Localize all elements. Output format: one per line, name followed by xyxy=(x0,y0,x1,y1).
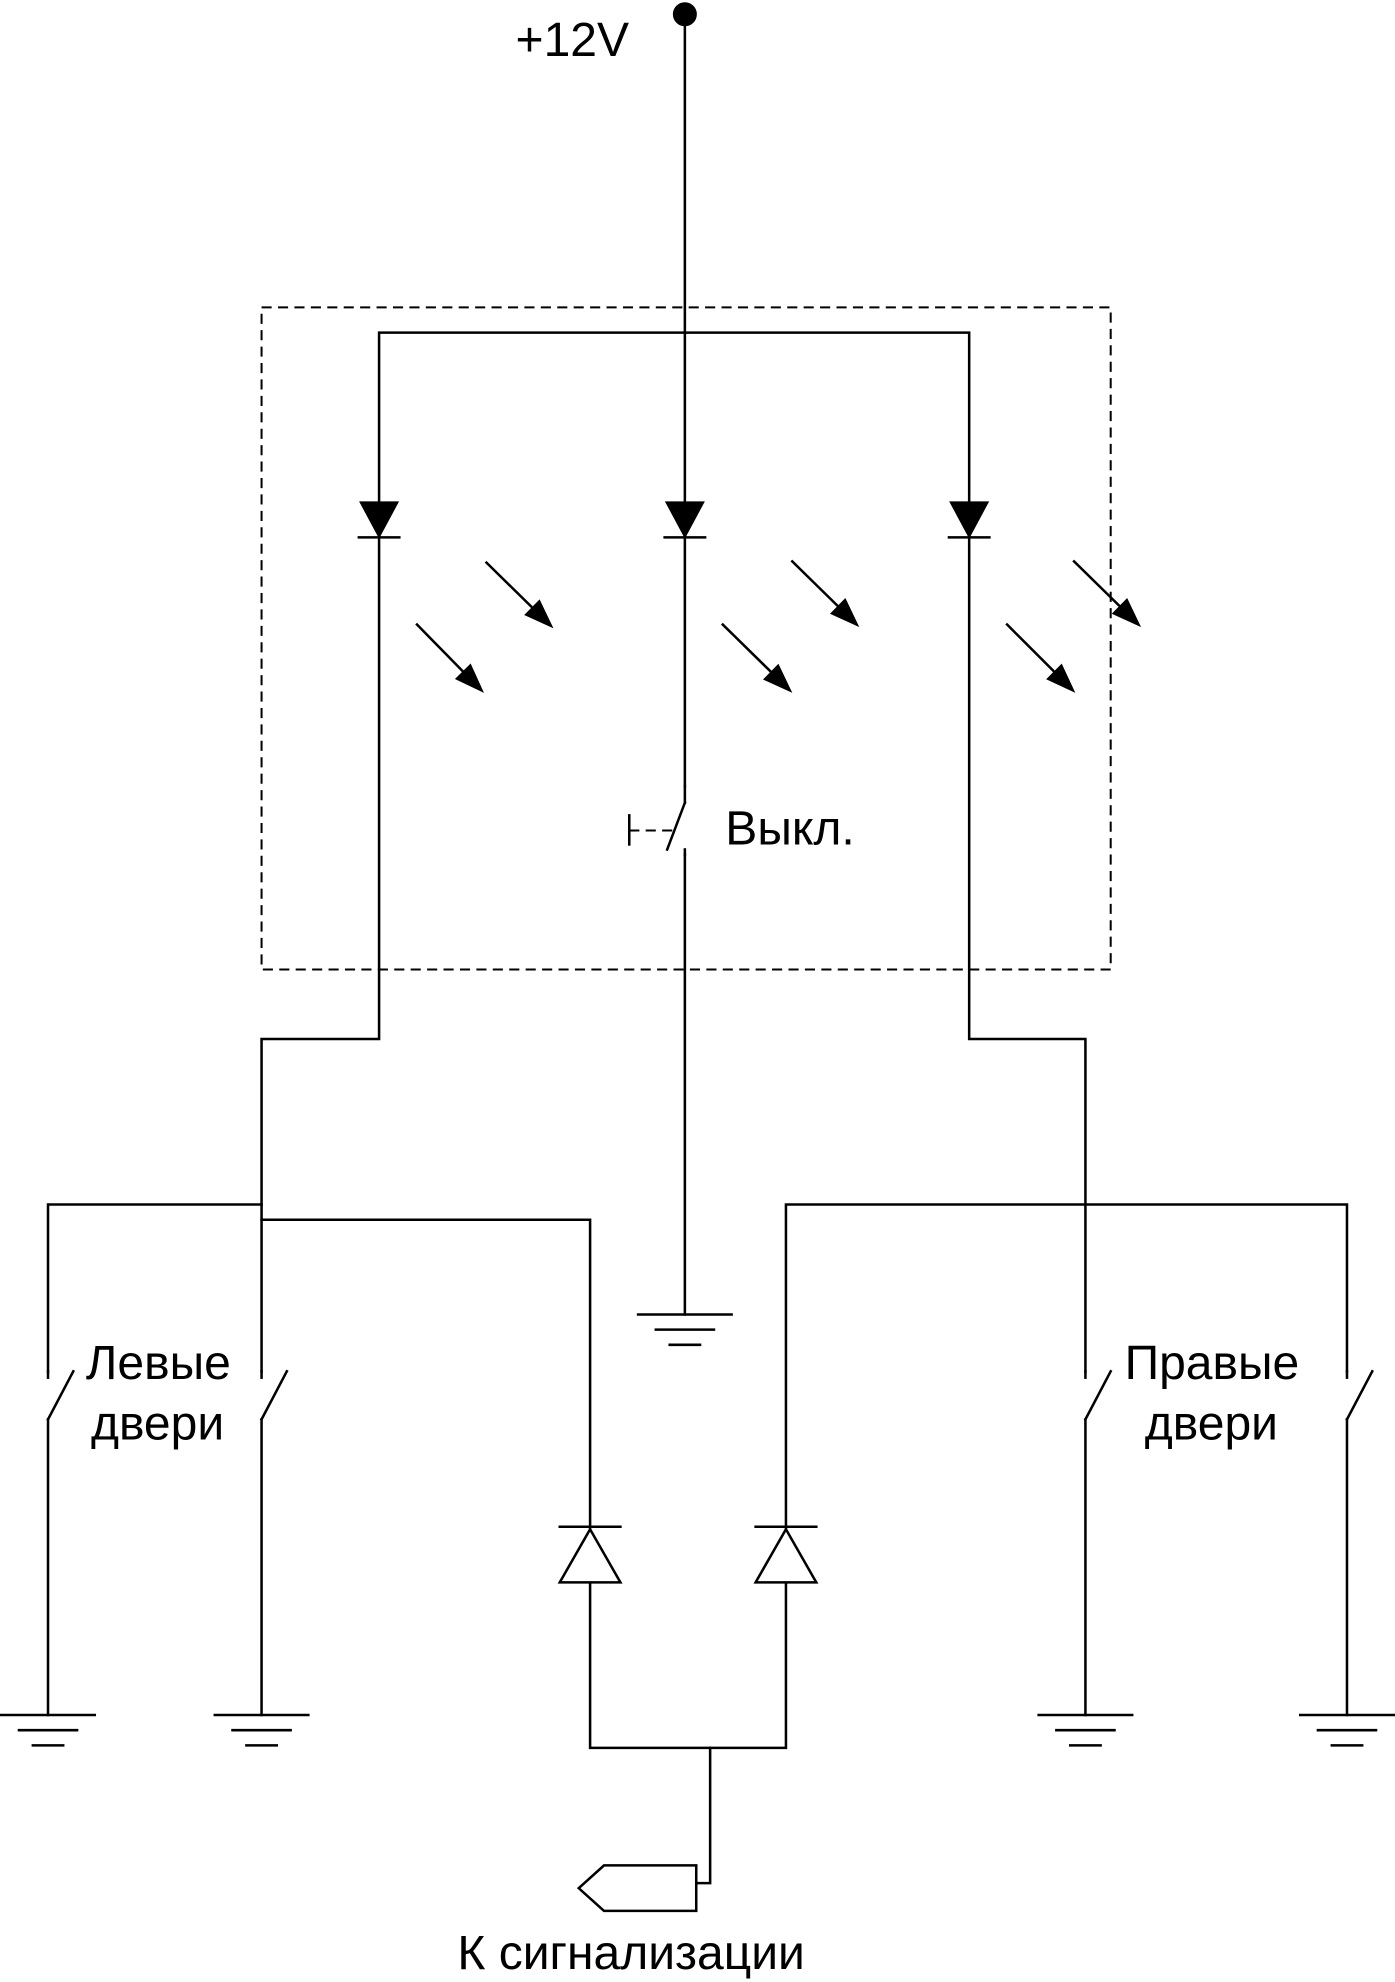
right-inner-door-switch-blade xyxy=(1083,1369,1113,1422)
text-labels: +12V Выкл. Левые двери Правые двери К си… xyxy=(86,14,1299,1980)
lamp-3-diode xyxy=(949,501,990,539)
right-doors-label-line2: двери xyxy=(1145,1398,1278,1451)
light-arrow-1-head xyxy=(524,599,554,629)
light-arrow-4-head xyxy=(763,663,793,693)
light-arrow-5-shaft xyxy=(1072,559,1122,609)
switch-blade xyxy=(665,801,687,852)
output-wire xyxy=(694,1746,712,1885)
right-outer-door-switch-blade xyxy=(1345,1369,1374,1422)
light-arrow-5-head xyxy=(1111,598,1142,628)
light-arrow-4-shaft xyxy=(720,622,773,674)
light-arrow-6-shaft xyxy=(1005,622,1057,674)
left-doors-label-line2: двери xyxy=(91,1398,224,1451)
output-connector xyxy=(576,1864,698,1913)
diode-2-triangle xyxy=(753,1526,819,1584)
left-outer-door-wire xyxy=(46,1203,263,1373)
left-lamp-wire xyxy=(260,537,381,1373)
output-label: К сигнализации xyxy=(457,1927,804,1980)
lamp-2-diode xyxy=(664,501,705,539)
lamp-bus-wire xyxy=(377,331,971,508)
light-arrow-6-head xyxy=(1046,663,1076,693)
left-outer-door-switch-blade xyxy=(46,1369,75,1422)
light-arrow-1-shaft xyxy=(484,560,535,610)
right-doors-label-line1: Правые xyxy=(1125,1337,1300,1390)
supply-label: +12V xyxy=(516,14,629,67)
light-arrow-2-shaft xyxy=(415,622,466,674)
right-bus-wire xyxy=(784,1203,1349,1531)
diode-join-wire xyxy=(588,1578,788,1750)
light-arrow-2-head xyxy=(454,663,484,693)
wires xyxy=(46,24,1349,1885)
left-diode-top-wire xyxy=(260,1218,592,1531)
light-arrow-3-head xyxy=(829,598,860,628)
left-doors-label-line1: Левые xyxy=(86,1337,231,1390)
lamp-1-diode xyxy=(359,501,400,539)
right-lamp-wire xyxy=(967,537,1087,1373)
diode-1-triangle xyxy=(557,1526,623,1584)
switch-label: Выкл. xyxy=(725,802,854,855)
light-arrow-3-shaft xyxy=(790,559,840,609)
supply-terminal xyxy=(672,2,697,27)
components xyxy=(0,501,1395,1913)
left-inner-door-switch-blade xyxy=(259,1369,289,1422)
